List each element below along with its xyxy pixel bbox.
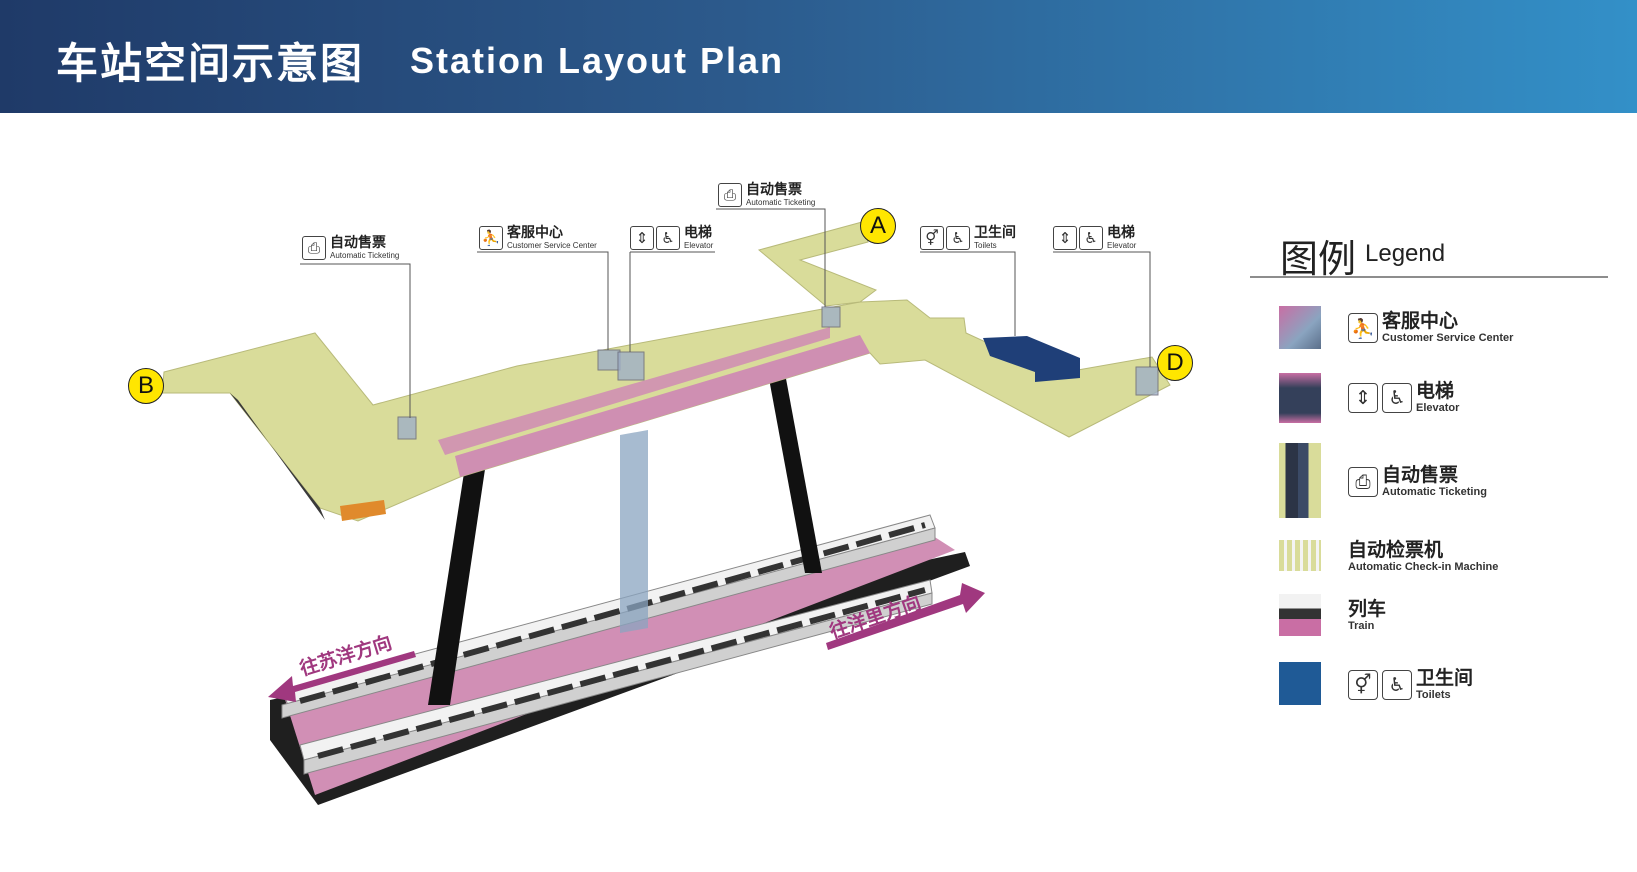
legend-item-service: ⛹ 客服中心 Customer Service Center: [1348, 311, 1513, 345]
arrow-right: [826, 583, 985, 650]
callout-label-cn: 电梯: [1107, 225, 1135, 241]
escalator-right: [765, 357, 822, 573]
wheelchair-icon: ♿: [1382, 670, 1412, 700]
train-windows: [299, 522, 926, 759]
service-desk-icon: ⛹: [1348, 313, 1378, 343]
ticketing-left-box: [397, 416, 417, 440]
elevator-icon: ⇕: [630, 226, 654, 250]
callout-ticketing-top: ⎙ 自动售票 Automatic Ticketing: [718, 183, 815, 208]
legend-label-en: Toilets: [1416, 689, 1451, 701]
page-title-en: Station Layout Plan: [410, 40, 785, 81]
legend-label-en: Automatic Ticketing: [1382, 486, 1487, 498]
callout-label-en: Elevator: [684, 241, 714, 250]
callout-label-cn: 自动售票: [746, 182, 802, 198]
legend-item-ticketing: ⎙ 自动售票 Automatic Ticketing: [1348, 465, 1487, 499]
elevator-right-box: [1135, 366, 1159, 396]
legend-title-cn: 图例: [1280, 237, 1357, 281]
callout-label-en: Automatic Ticketing: [746, 198, 816, 207]
elevator-shaft: [620, 430, 648, 633]
legend-label-en: Automatic Check-in Machine: [1348, 561, 1499, 573]
legend-label-cn: 客服中心: [1382, 310, 1459, 332]
legend-item-toilet: ⚥ ♿ 卫生间 Toilets: [1348, 668, 1473, 702]
callout-label-en: Elevator: [1107, 241, 1137, 250]
escalator-left: [428, 402, 495, 705]
elevator-icon: ⇕: [1348, 383, 1378, 413]
service-desk-icon: ⛹: [479, 226, 503, 250]
header-banner: 车站空间示意图 Station Layout Plan: [0, 0, 1637, 113]
wheelchair-icon: ♿: [1079, 226, 1103, 250]
ticketing-top-box: [821, 306, 841, 328]
legend-title-en: Legend: [1365, 240, 1446, 267]
entrance-a: A: [860, 208, 896, 244]
entrance-d: D: [1157, 345, 1193, 381]
wheelchair-icon: ♿: [656, 226, 680, 250]
legend-label-en: Train: [1348, 620, 1375, 632]
callout-label-cn: 电梯: [684, 225, 712, 241]
callout-label-cn: 卫生间: [974, 225, 1016, 241]
legend-item-train: 列车 Train: [1348, 599, 1386, 633]
service-center-box: [597, 349, 621, 371]
elevator-icon: ⇕: [1053, 226, 1077, 250]
legend-label-cn: 列车: [1348, 598, 1387, 620]
wheelchair-icon: ♿: [1382, 383, 1412, 413]
concourse-north-arm: [757, 221, 878, 307]
callout-label-en: Customer Service Center: [507, 241, 597, 250]
toilet-icon: ⚥: [1348, 670, 1378, 700]
legend-swatch-elevator: [1279, 373, 1321, 423]
paid-area: [455, 335, 870, 477]
ticket-machine-icon: ⎙: [302, 236, 326, 260]
legend-swatch-toilet: [1279, 662, 1321, 705]
leader-lines: [300, 208, 1151, 418]
callout-elevator-mid: ⇕ ♿ 电梯 Elevator: [630, 226, 713, 251]
stair-exit-b: [340, 500, 386, 521]
legend-label-cn: 卫生间: [1416, 667, 1474, 689]
arrow-left: [268, 651, 416, 702]
legend-label-en: Customer Service Center: [1382, 332, 1514, 344]
callout-toilets: ⚥ ♿ 卫生间 Toilets: [920, 226, 1016, 251]
callout-customer-service: ⛹ 客服中心 Customer Service Center: [479, 226, 597, 251]
ticket-machine-icon: ⎙: [1348, 467, 1378, 497]
legend-label-en: Elevator: [1416, 402, 1460, 414]
legend-label-cn: 自动售票: [1382, 464, 1459, 486]
callout-label-cn: 自动售票: [330, 235, 386, 251]
entrance-b: B: [128, 368, 164, 404]
page-title-cn: 车站空间示意图: [56, 39, 365, 88]
callout-label-en: Toilets: [974, 241, 997, 250]
toilet-block: [983, 336, 1080, 382]
callout-label-cn: 客服中心: [507, 225, 563, 241]
legend-item-gate: 自动检票机 Automatic Check-in Machine: [1348, 540, 1498, 574]
legend-label-cn: 电梯: [1416, 380, 1455, 402]
legend-swatch-ticketing: [1279, 443, 1321, 518]
callout-elevator-right: ⇕ ♿ 电梯 Elevator: [1053, 226, 1136, 251]
station-diagram: [161, 208, 1171, 805]
legend-swatch-train: [1279, 594, 1321, 636]
toilet-icon: ⚥: [920, 226, 944, 250]
legend-item-elevator: ⇕ ♿ 电梯 Elevator: [1348, 381, 1459, 415]
legend-swatch-gate: [1279, 540, 1321, 571]
elevator-box: [617, 351, 645, 381]
callout-ticketing-left: ⎙ 自动售票 Automatic Ticketing: [302, 236, 399, 261]
legend-label-cn: 自动检票机: [1348, 539, 1444, 561]
legend-swatch-service: [1279, 306, 1321, 349]
legend-divider: [1250, 276, 1608, 278]
ticket-machine-icon: ⎙: [718, 183, 742, 207]
paid-area-top: [438, 327, 830, 455]
callout-label-en: Automatic Ticketing: [330, 251, 400, 260]
wheelchair-icon: ♿: [946, 226, 970, 250]
